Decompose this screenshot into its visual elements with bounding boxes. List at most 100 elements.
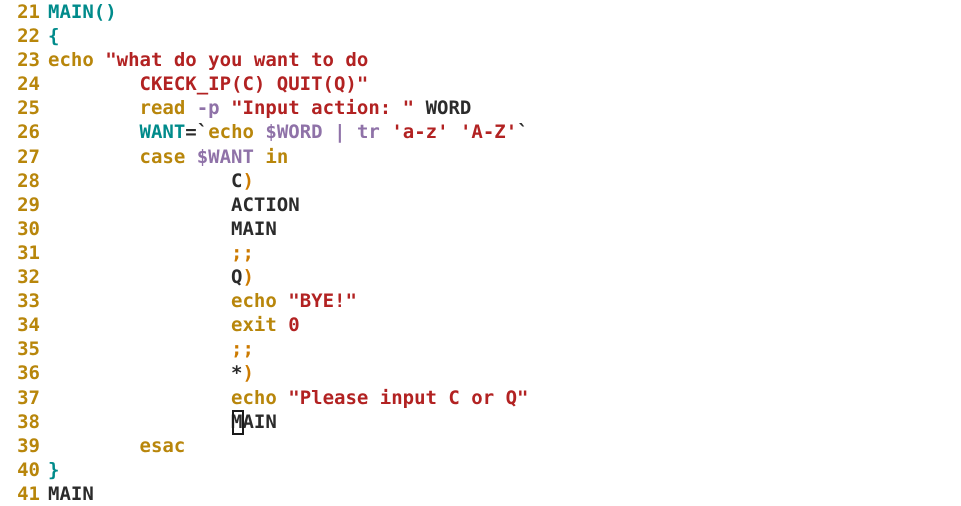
code-token: exit bbox=[231, 314, 277, 337]
code-line-text[interactable]: echo "BYE!" bbox=[48, 289, 357, 313]
code-line-text[interactable]: ACTION bbox=[48, 193, 300, 217]
code-token: Q bbox=[231, 266, 243, 289]
code-line-text[interactable]: C) bbox=[48, 169, 254, 193]
code-line[interactable]: 38 MAIN bbox=[0, 409, 961, 435]
line-number: 32 bbox=[17, 266, 40, 289]
code-line[interactable]: 37 echo "Please input C or Q" bbox=[0, 386, 961, 410]
code-line-text[interactable]: exit 0 bbox=[48, 313, 300, 337]
code-line-text[interactable]: echo "Please input C or Q" bbox=[48, 386, 528, 410]
code-token: read bbox=[139, 97, 186, 120]
code-token: 'A-Z' bbox=[459, 121, 518, 144]
code-line[interactable]: 22 { bbox=[0, 24, 961, 48]
code-line[interactable]: 30 MAIN bbox=[0, 217, 961, 241]
code-line-text[interactable]: MAIN bbox=[48, 217, 277, 241]
code-line[interactable]: 23 echo "what do you want to do bbox=[0, 48, 961, 72]
code-token: 0 bbox=[288, 314, 300, 337]
code-token bbox=[48, 121, 140, 143]
code-token: ) bbox=[242, 362, 254, 385]
code-token: ACTION bbox=[231, 193, 300, 216]
code-line-text[interactable]: ;; bbox=[48, 241, 254, 265]
code-line-text[interactable]: MAIN bbox=[48, 482, 94, 506]
code-token bbox=[48, 290, 231, 312]
code-token bbox=[48, 314, 231, 336]
line-number: 26 bbox=[17, 121, 40, 144]
line-number: 36 bbox=[17, 362, 40, 385]
code-line[interactable]: 31 ;; bbox=[0, 241, 961, 265]
code-token bbox=[48, 387, 231, 409]
code-token bbox=[94, 49, 105, 71]
code-token: ) bbox=[242, 169, 254, 192]
code-line-text[interactable]: case $WANT in bbox=[48, 145, 289, 169]
code-token: tr bbox=[356, 121, 380, 144]
code-line[interactable]: 28 C) bbox=[0, 169, 961, 193]
code-line[interactable]: 34 exit 0 bbox=[0, 313, 961, 337]
code-token: WANT bbox=[139, 121, 186, 144]
code-token bbox=[414, 97, 425, 119]
line-number: 24 bbox=[17, 73, 40, 96]
code-token bbox=[48, 338, 231, 360]
code-token: in bbox=[265, 145, 289, 168]
code-token: echo bbox=[48, 49, 94, 72]
code-token: MAIN() bbox=[48, 1, 117, 23]
code-token: echo bbox=[208, 121, 254, 144]
code-line-text[interactable]: esac bbox=[48, 434, 186, 458]
code-line[interactable]: 35 ;; bbox=[0, 337, 961, 361]
code-token: "Please input C or Q" bbox=[288, 386, 529, 409]
code-token: ;; bbox=[231, 241, 254, 264]
code-line[interactable]: 25 read -p "Input action: " WORD bbox=[0, 96, 961, 120]
code-line[interactable]: 26 WANT=`echo $WORD | tr 'a-z' 'A-Z'` bbox=[0, 120, 961, 144]
line-number: 23 bbox=[17, 49, 40, 72]
code-token bbox=[277, 290, 288, 312]
code-token: * bbox=[231, 362, 243, 385]
code-line-text[interactable]: WANT=`echo $WORD | tr 'a-z' 'A-Z'` bbox=[48, 120, 529, 144]
code-line[interactable]: 39 esac bbox=[0, 434, 961, 458]
code-token bbox=[220, 97, 231, 119]
code-token: C bbox=[231, 169, 243, 192]
code-token bbox=[48, 97, 140, 119]
code-line-text[interactable]: ;; bbox=[48, 337, 254, 361]
code-line[interactable]: 27 case $WANT in bbox=[0, 145, 961, 169]
code-token: "Input action: " bbox=[231, 97, 415, 120]
code-line-text[interactable]: *) bbox=[48, 361, 254, 385]
line-number: 31 bbox=[17, 241, 40, 264]
line-number: 39 bbox=[17, 434, 40, 457]
code-token: WORD bbox=[425, 97, 472, 120]
code-line[interactable]: 40} bbox=[0, 458, 961, 482]
code-token: $WORD bbox=[265, 121, 323, 144]
code-line-text[interactable]: read -p "Input action: " WORD bbox=[48, 96, 472, 120]
line-number: 41 bbox=[17, 482, 40, 505]
code-token: echo bbox=[231, 386, 277, 409]
code-line[interactable]: 24 CKECK_IP(C) QUIT(Q)" bbox=[0, 72, 961, 96]
code-token: echo bbox=[231, 290, 277, 313]
code-token: } bbox=[48, 458, 60, 481]
code-token bbox=[48, 170, 231, 192]
code-token: { bbox=[48, 25, 60, 48]
code-token: esac bbox=[139, 434, 186, 457]
line-number: 40 bbox=[17, 458, 40, 481]
code-line[interactable]: 33 echo "BYE!" bbox=[0, 289, 961, 313]
code-token bbox=[254, 146, 265, 168]
code-line-text[interactable]: { bbox=[48, 24, 59, 48]
code-line[interactable]: 32 Q) bbox=[0, 265, 961, 289]
code-line-text[interactable]: echo "what do you want to do bbox=[48, 48, 368, 72]
code-token: ` bbox=[517, 121, 529, 144]
line-number: 22 bbox=[17, 25, 40, 48]
code-token: "BYE!" bbox=[288, 290, 357, 313]
code-token bbox=[185, 146, 196, 168]
line-number: 27 bbox=[17, 145, 40, 168]
code-line[interactable]: 36 *) bbox=[0, 361, 961, 385]
code-token: 'a-z' bbox=[391, 121, 449, 144]
code-token: -p bbox=[196, 97, 220, 120]
code-line-text[interactable]: MAIN() bbox=[48, 0, 117, 24]
code-line-text[interactable]: } bbox=[48, 458, 59, 482]
code-token bbox=[449, 121, 460, 143]
code-line-text[interactable]: CKECK_IP(C) QUIT(Q)" bbox=[48, 72, 369, 96]
code-token: ) bbox=[242, 266, 254, 289]
code-line[interactable]: 29 ACTION bbox=[0, 193, 961, 217]
code-line-text[interactable]: Q) bbox=[48, 265, 254, 289]
code-token: "what do you want to do bbox=[105, 49, 369, 72]
code-line[interactable]: 41 MAIN bbox=[0, 482, 961, 506]
